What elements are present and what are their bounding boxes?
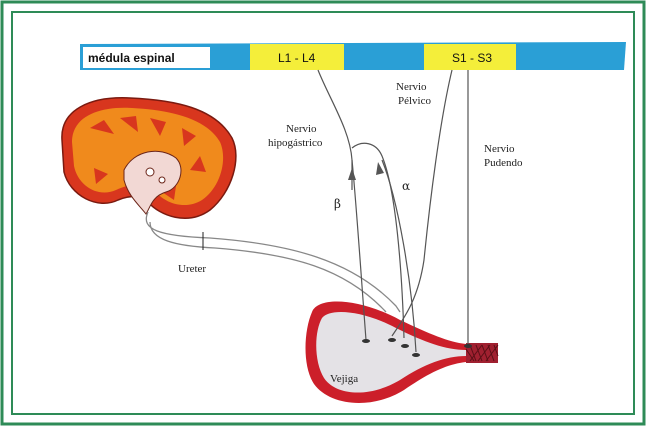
hypogastric-terminal <box>401 344 409 348</box>
renal-vessel <box>159 177 165 183</box>
pudendal-nerve-label-line1: Nervio <box>484 143 515 155</box>
renal-vessel <box>146 168 154 176</box>
pelvic-nerve-label-line1: Nervio <box>396 81 427 93</box>
sacral-segment-label: S1 - S3 <box>452 51 492 65</box>
beta-receptor <box>362 339 370 343</box>
alpha-receptor <box>412 353 420 357</box>
beta-label: β <box>334 197 341 211</box>
alpha-label: α <box>402 179 410 193</box>
spinal-cord-label: médula espinal <box>88 51 175 65</box>
ureter-label: Ureter <box>178 263 206 275</box>
hypogastric-nerve-label-line2: hipogástrico <box>268 137 323 149</box>
bladder-label: Vejiga <box>330 373 358 385</box>
pudendal-nerve-label-line2: Pudendo <box>484 157 523 169</box>
pelvic-terminal <box>388 338 396 342</box>
pudendal-terminal <box>464 344 472 348</box>
spinal-cord: médula espinal L1 - L4 S1 - S3 <box>80 42 626 70</box>
pelvic-nerve-label-line2: Pélvico <box>398 95 431 107</box>
hypogastric-nerve-label-line1: Nervio <box>286 123 317 135</box>
kidney <box>62 98 236 218</box>
lumbar-segment-label: L1 - L4 <box>278 51 316 65</box>
